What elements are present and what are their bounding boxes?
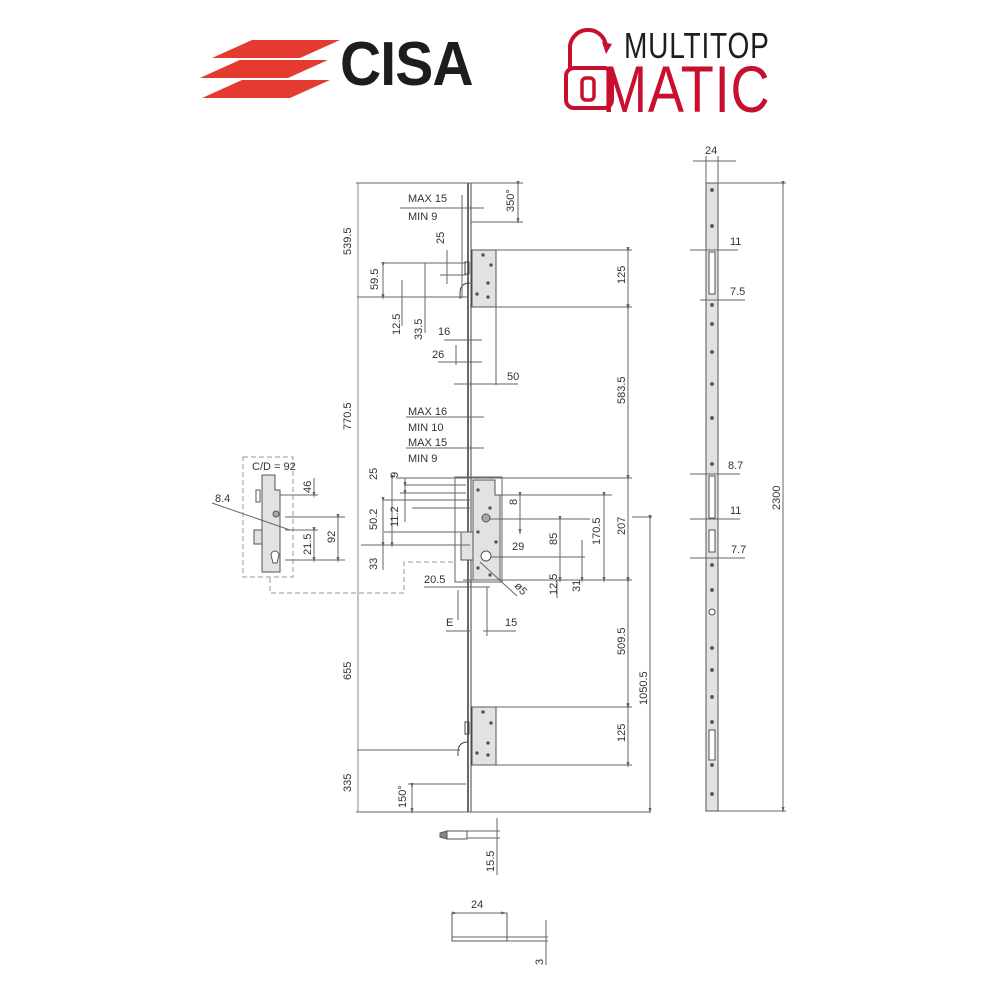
dim-7-5: 7.5 — [730, 286, 745, 298]
dim-diameter-5: ø5 — [512, 580, 529, 598]
dim-max16: MAX 16 — [408, 406, 447, 418]
side-view — [690, 156, 786, 813]
dim-207: 207 — [616, 517, 628, 535]
dim-85: 85 — [548, 533, 560, 545]
dim-583-5: 583.5 — [616, 376, 628, 404]
dim-min10: MIN 10 — [408, 422, 443, 434]
logo-header: CISA MULTITOP MATIC — [0, 0, 1000, 130]
dim-8-4: 8.4 — [215, 493, 230, 505]
dim-min9-top: MIN 9 — [408, 211, 437, 223]
dim-11-mid-side: 11 — [730, 505, 741, 517]
cisa-stripes-logo-icon — [200, 40, 340, 98]
dim-150-angle: 150° — [397, 785, 409, 808]
dim-9: 9 — [389, 472, 401, 478]
dim-25-top: 25 — [435, 232, 447, 244]
dim-min9-mid: MIN 9 — [408, 453, 437, 465]
dim-2300: 2300 — [771, 486, 783, 510]
dim-125-bottom: 125 — [616, 724, 628, 742]
product-name-line1: MULTITOP — [624, 25, 770, 66]
inset-title-cd92: C/D = 92 — [252, 461, 296, 473]
dim-59-5: 59.5 — [369, 269, 381, 290]
dim-26: 26 — [432, 349, 444, 361]
dim-1050-5: 1050.5 — [638, 671, 650, 705]
dim-21-5: 21.5 — [302, 534, 314, 555]
dim-33-5: 33.5 — [413, 319, 425, 340]
dim-170-5: 170.5 — [591, 517, 603, 545]
dim-15: 15 — [505, 617, 517, 629]
dim-509-5: 509.5 — [616, 627, 628, 655]
dim-24-side: 24 — [705, 145, 717, 157]
dim-max15-mid: MAX 15 — [408, 437, 447, 449]
dim-46: 46 — [302, 481, 314, 493]
dim-335: 335 — [342, 774, 354, 792]
padlock-open-arrow-icon — [564, 28, 614, 110]
dim-3: 3 — [534, 959, 546, 965]
dim-E: E — [446, 617, 453, 629]
brand-name: CISA — [340, 30, 474, 99]
dim-770-5: 770.5 — [342, 402, 354, 430]
dim-50-2: 50.2 — [368, 509, 380, 530]
dim-29: 29 — [512, 541, 524, 553]
front-view-labels: MAX 15 MIN 9 350° 539.5 25 59.5 12.5 33.… — [342, 189, 650, 965]
dim-12-5-mid: 12.5 — [548, 574, 560, 595]
dim-31: 31 — [571, 580, 583, 592]
dim-655: 655 — [342, 662, 354, 680]
detail-inset-labels: C/D = 92 8.4 46 21.5 92 — [215, 461, 338, 555]
dim-33: 33 — [368, 558, 380, 570]
front-view — [269, 181, 652, 965]
dim-539-5: 539.5 — [342, 227, 354, 255]
dim-max15-top: MAX 15 — [408, 193, 447, 205]
detail-inset — [211, 456, 345, 578]
dim-92: 92 — [326, 531, 338, 543]
dim-7-7: 7.7 — [731, 544, 746, 556]
product-name-line2: MATIC — [602, 52, 771, 126]
dim-15-5: 15.5 — [485, 851, 497, 872]
dim-24-plate: 24 — [471, 899, 483, 911]
dim-8-7: 8.7 — [728, 460, 743, 472]
dim-12-5-top: 12.5 — [391, 314, 403, 335]
dim-16: 16 — [438, 326, 450, 338]
dim-350-angle: 350° — [505, 189, 517, 212]
dim-50: 50 — [507, 371, 519, 383]
dim-8: 8 — [508, 499, 520, 505]
dim-20-5: 20.5 — [424, 574, 445, 586]
dim-25-mid: 25 — [368, 468, 380, 480]
dim-125-top: 125 — [616, 266, 628, 284]
side-view-labels: 24 11 7.5 8.7 11 7.7 2300 — [705, 145, 783, 556]
dim-11-2: 11.2 — [389, 506, 401, 527]
dim-11-top-side: 11 — [730, 236, 741, 248]
